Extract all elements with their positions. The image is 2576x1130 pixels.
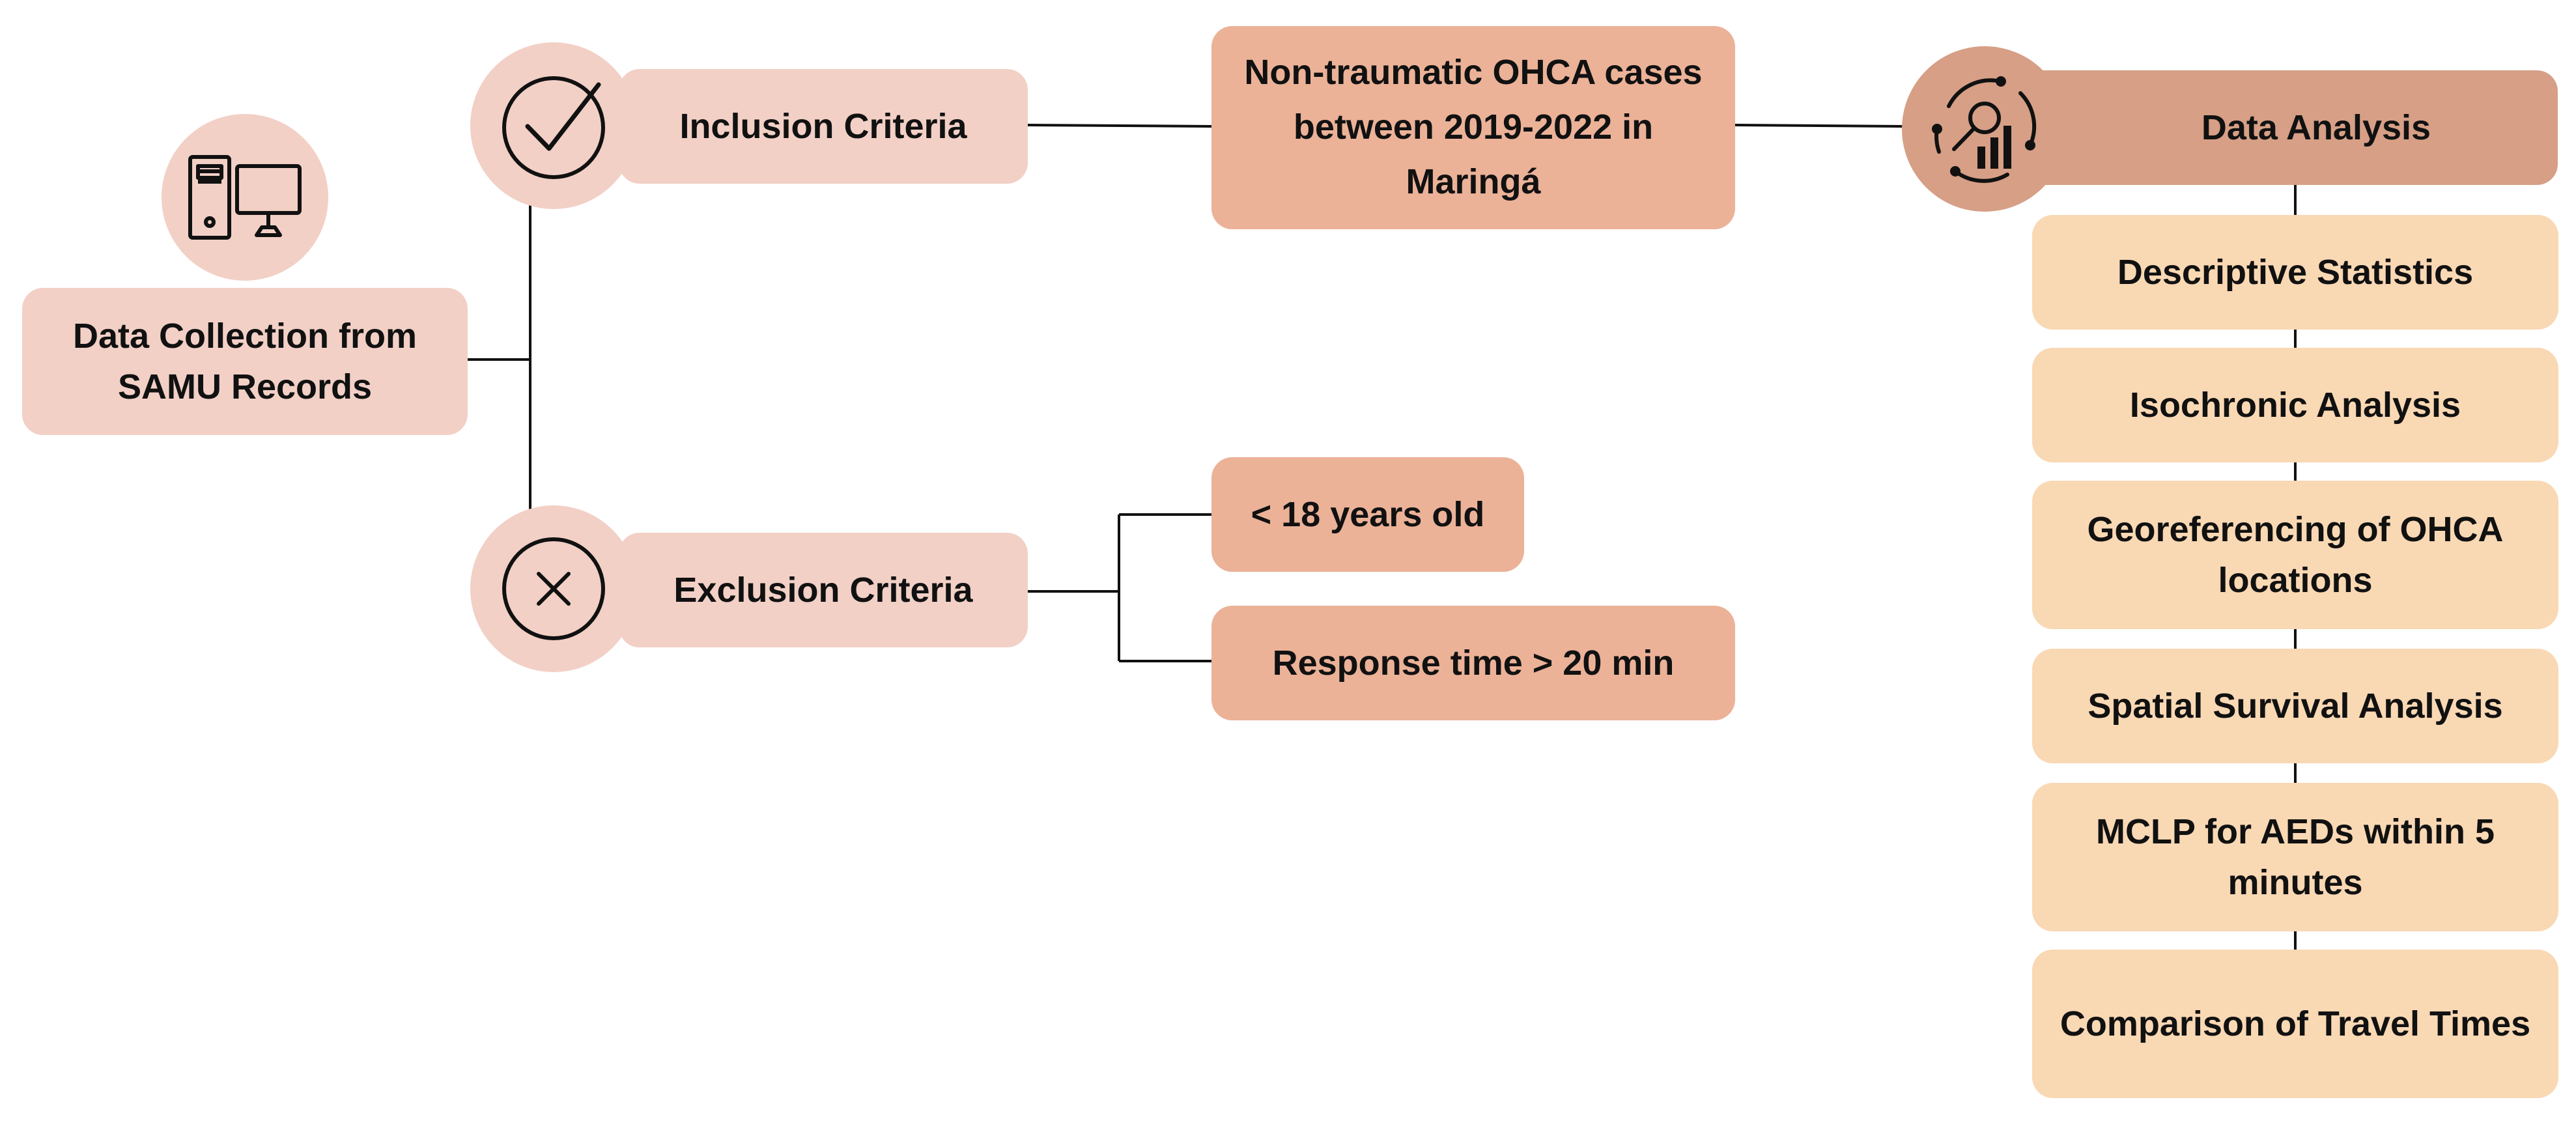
data-collection-box: Data Collection from SAMU Records — [22, 288, 468, 435]
checkmark-icon — [502, 76, 605, 179]
x-mark-icon — [502, 537, 605, 640]
data-analysis-box: Data Analysis — [2009, 70, 2558, 185]
inclusion-criteria-box: Inclusion Criteria — [619, 69, 1028, 184]
analysis-item-travel-times: Comparison of Travel Times — [2032, 950, 2558, 1098]
analysis-icon-circle — [1902, 46, 2067, 212]
computer-icon-circle — [162, 114, 328, 281]
analysis-item-spatial-survival: Spatial Survival Analysis — [2032, 649, 2558, 763]
exclusion-criteria-box: Exclusion Criteria — [619, 533, 1028, 647]
computer-icon — [188, 155, 302, 240]
inclusion-icon-circle — [470, 42, 637, 209]
analytics-chart-icon — [1932, 76, 2037, 183]
exclusion-age-box: < 18 years old — [1211, 457, 1524, 572]
analysis-item-georeferencing: Georeferencing of OHCA locations — [2032, 481, 2558, 629]
exclusion-response-time-box: Response time > 20 min — [1211, 606, 1735, 720]
inclusion-cases-box: Non-traumatic OHCA cases between 2019-20… — [1211, 26, 1735, 229]
analysis-item-mclp-aeds: MCLP for AEDs within 5 minutes — [2032, 783, 2558, 931]
analysis-item-descriptive-statistics: Descriptive Statistics — [2032, 215, 2558, 330]
analysis-item-isochronic-analysis: Isochronic Analysis — [2032, 348, 2558, 462]
exclusion-icon-circle — [470, 505, 637, 672]
